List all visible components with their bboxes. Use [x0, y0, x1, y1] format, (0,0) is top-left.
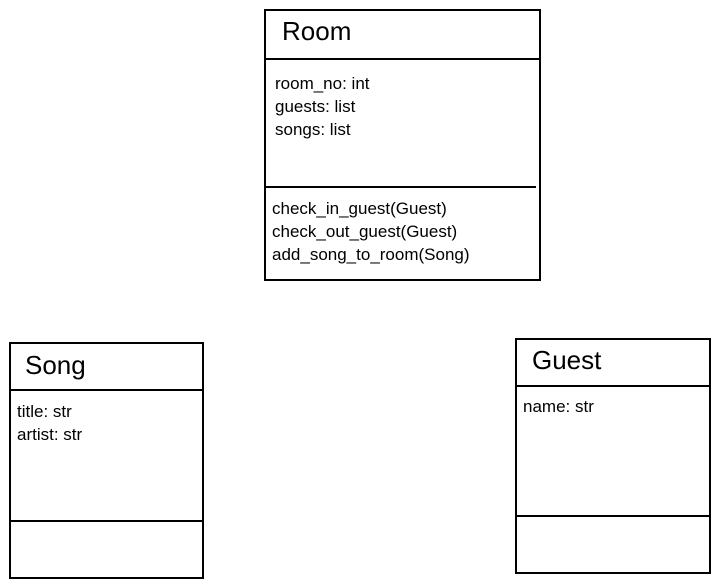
class-divider — [517, 515, 709, 517]
method: check_out_guest(Guest) — [272, 222, 458, 241]
class-divider — [517, 385, 709, 387]
class-box-room: Room room_no: int guests: list songs: li… — [264, 9, 541, 281]
class-divider — [11, 520, 202, 522]
attribute: room_no: int — [275, 74, 370, 93]
attribute: songs: list — [275, 120, 351, 139]
class-box-song: Song title: str artist: str — [9, 342, 204, 579]
class-name-song: Song — [25, 350, 86, 380]
methods-section: check_in_guest(Guest) check_out_guest(Gu… — [272, 197, 470, 266]
class-divider — [266, 58, 539, 60]
method: check_in_guest(Guest) — [272, 199, 447, 218]
attribute: artist: str — [17, 425, 83, 444]
class-box-guest: Guest name: str — [515, 338, 711, 574]
attributes-section: title: str artist: str — [17, 400, 82, 446]
attribute: title: str — [17, 402, 72, 421]
class-name-guest: Guest — [532, 345, 602, 375]
class-divider — [11, 389, 202, 391]
attributes-section: room_no: int guests: list songs: list — [275, 72, 370, 141]
class-name-room: Room — [282, 16, 352, 46]
method: add_song_to_room(Song) — [272, 245, 470, 264]
attribute: name: str — [523, 397, 594, 416]
class-divider — [266, 186, 536, 188]
attributes-section: name: str — [523, 395, 594, 418]
attribute: guests: list — [275, 97, 356, 116]
